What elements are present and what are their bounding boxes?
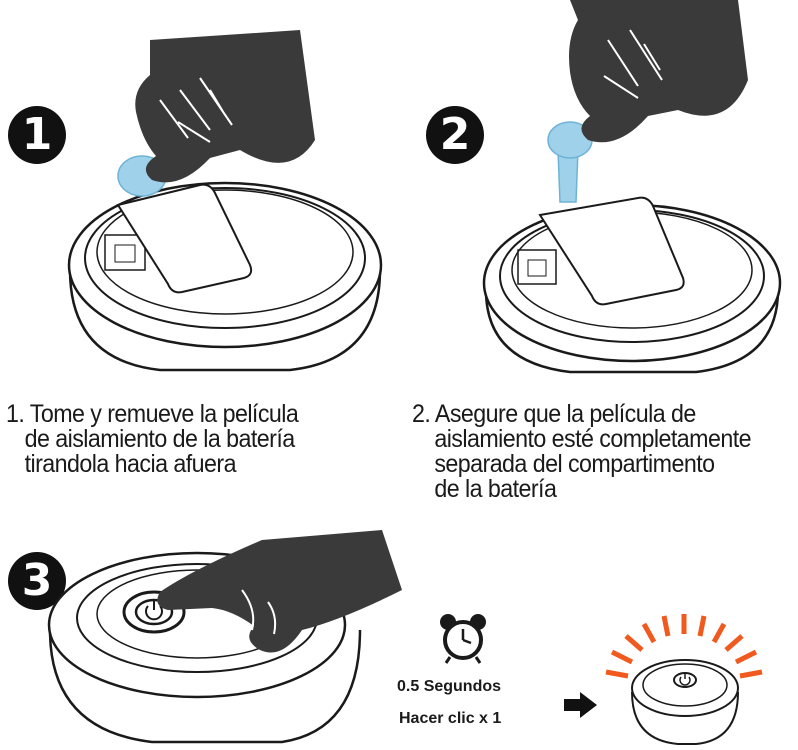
step-2-line-3: separada del compartimento (434, 450, 715, 478)
step-1-line-1: 1. Tome y remueve la película (6, 400, 299, 428)
step-1-line-2: de aislamiento de la batería (24, 425, 296, 453)
step-2-illustration (482, 0, 782, 374)
step-1-number: 1 (8, 106, 66, 164)
step-2-line-1: 2. Asegure que la película de (412, 400, 696, 428)
step-3-number: 3 (8, 552, 66, 610)
step-1-line-3: tirandola hacia afuera (24, 450, 237, 478)
step-2-line-4: de la batería (434, 475, 557, 503)
lit-device-illustration (605, 614, 763, 745)
step-2-line-2: aislamiento esté completamente (434, 425, 752, 453)
click-count-label: Hacer clic x 1 (399, 710, 502, 727)
step-1-instructions: 1. Tome y remueve la película de aislami… (6, 400, 299, 478)
step-2-number: 2 (426, 106, 484, 164)
step-3-illustration (47, 530, 402, 744)
step-2-instructions: 2. Asegure que la película de aislamient… (412, 400, 752, 503)
timer-duration-label: 0.5 Segundos (397, 678, 502, 695)
step-1-illustration (67, 30, 383, 372)
hand-icon-2 (569, 0, 748, 143)
glow-rays-icon (605, 614, 763, 679)
pressing-hand-icon (157, 530, 402, 653)
alarm-clock-icon (440, 614, 486, 664)
arrow-right-icon (564, 692, 597, 718)
hand-icon (135, 30, 315, 183)
